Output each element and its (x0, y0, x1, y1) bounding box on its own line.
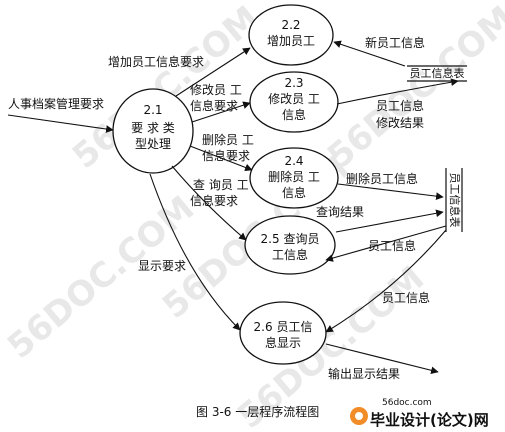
process-2-3-line-1: 修改员 工 (268, 91, 320, 106)
flow-del-label-2: 信息要求 (202, 148, 250, 163)
flow-labels: 人事档案管理要求 增加员工信息要求 修改员 工 信息要求 删除员 工 信息要求 … (8, 35, 430, 381)
flow-emp-info-2-line (325, 225, 447, 262)
data-store-top-label: 员工信息表 (410, 66, 465, 80)
flow-mod-label-2: 信息要求 (190, 98, 238, 113)
process-2-5: 2.5 查询员 工信息 (244, 215, 336, 275)
flows (7, 40, 459, 375)
process-2-1: 2.1 要 求 类 型处理 (112, 88, 194, 174)
flow-input-line (7, 114, 114, 133)
flow-output-line (325, 343, 439, 375)
flow-query-label-2: 信息要求 (190, 193, 238, 208)
flow-add-label: 增加员工信息要求 (108, 54, 204, 69)
process-2-3-id: 2.3 (284, 76, 303, 90)
flow-del-info-line (337, 183, 444, 200)
flow-del-label-1: 删除员 工 (202, 132, 254, 147)
data-store-top: 员工信息表 (407, 65, 467, 82)
flow-mod-result-label: 修改结果 (376, 115, 424, 130)
process-2-5-line-1: 2.5 查询员 (261, 232, 320, 246)
footer-logo: 56doc.com 毕业设计(论文)网 (350, 398, 489, 429)
process-2-4: 2.4 删除员 工 信息 (249, 147, 339, 209)
flow-query-result-label: 查询结果 (316, 205, 364, 219)
process-2-4-line-1: 删除员 工 (268, 169, 320, 184)
process-2-2-id: 2.2 (281, 18, 300, 32)
process-2-2-line-1: 增加员工 (267, 34, 315, 48)
process-2-3-line-2: 信息 (282, 107, 306, 122)
process-2-6-line-1: 2.6 员工信 (254, 320, 313, 334)
flow-mod-result-line (336, 78, 459, 105)
flow-emp-info-3-line (325, 229, 447, 333)
process-2-4-id: 2.4 (284, 154, 303, 168)
process-2-6-line-2: 息显示 (265, 335, 301, 350)
process-2-2: 2.2 增加员工 (248, 4, 334, 66)
figure-caption: 图 3-6 一层程序流程图 (196, 404, 319, 419)
flow-display-line (149, 173, 241, 331)
flow-output-label: 输出显示结果 (328, 366, 400, 381)
process-2-6: 2.6 员工信 息显示 (239, 301, 327, 365)
flow-query-line (171, 165, 247, 241)
watermark-3: 56DOC.COM (320, 0, 505, 177)
process-2-3: 2.3 修改员 工 信息 (249, 71, 339, 133)
data-store-right-label: 员工信息表 (448, 173, 462, 228)
flow-add-line (175, 47, 251, 97)
process-2-1-line-1: 要 求 类 (131, 121, 175, 135)
footer-logo-site: 56doc.com (382, 398, 432, 408)
flow-mod-line (191, 101, 251, 123)
flow-mod-label-1: 修改员 工 (190, 82, 242, 97)
flow-new-info-line (333, 40, 406, 67)
process-2-5-line-2: 工信息 (272, 247, 308, 262)
process-2-4-line-2: 信息 (282, 185, 306, 200)
process-2-1-id: 2.1 (143, 103, 162, 117)
flow-emp-info-3-label: 员工信息 (382, 290, 430, 305)
flow-del-line (189, 145, 253, 172)
data-store-right: 员工信息表 (445, 168, 463, 232)
process-2-1-line-2: 型处理 (135, 137, 171, 151)
flow-del-info-label: 删除员工信息 (346, 171, 418, 186)
flow-display-label: 显示要求 (138, 259, 186, 273)
watermark-1: 56DOC.COM (0, 188, 202, 366)
flow-input-label: 人事档案管理要求 (8, 96, 104, 111)
flow-query-label-1: 查 询员 工 (193, 178, 249, 192)
flow-new-info-label: 新员工信息 (365, 35, 425, 50)
footer-logo-name: 毕业设计(论文)网 (370, 411, 489, 429)
flow-query-result-line (335, 209, 444, 233)
flow-emp-info-1-label: 员工信息 (376, 98, 424, 113)
flow-emp-info-2-label: 员工信息 (368, 238, 416, 253)
